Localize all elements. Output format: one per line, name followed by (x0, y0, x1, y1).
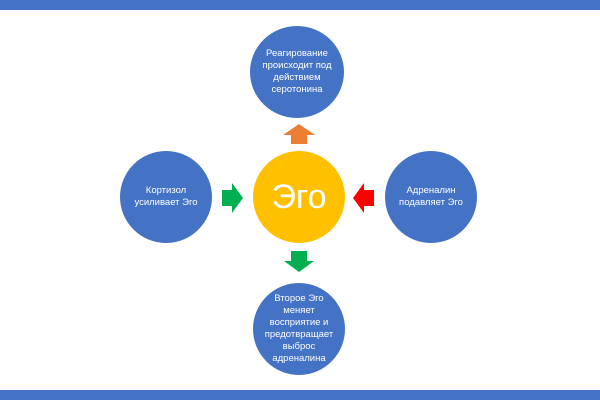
node-cortisol-label: Кортизол усиливает Эго (134, 185, 198, 208)
node-ego: Эго (253, 151, 345, 243)
node-adrenaline-label: Адреналин подавляет Эго (399, 185, 463, 208)
arrow-right-icon (222, 183, 243, 213)
top-frame-bar (0, 0, 600, 10)
bottom-frame-bar (0, 390, 600, 400)
arrow-down-icon (284, 251, 314, 272)
node-second-ego: Второе Эго меняет восприятие и предотвра… (253, 283, 345, 375)
node-cortisol: Кортизол усиливает Эго (120, 151, 212, 243)
node-serotonin: Реагирование происходит под действием се… (250, 26, 344, 118)
arrow-left-icon (353, 183, 374, 213)
node-adrenaline: Адреналин подавляет Эго (385, 151, 477, 243)
arrow-up-icon (283, 124, 315, 144)
node-ego-label: Эго (271, 177, 327, 216)
node-serotonin-label: Реагирование происходит под действием се… (262, 48, 332, 95)
node-second-ego-label: Второе Эго меняет восприятие и предотвра… (264, 293, 334, 364)
